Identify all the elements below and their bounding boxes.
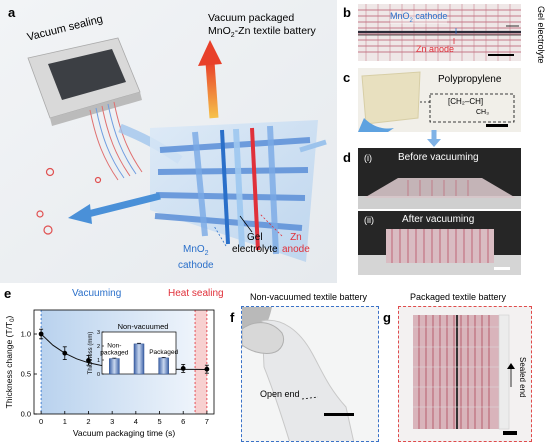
before-vacuuming-label: Before vacuuming [398, 152, 479, 163]
x-tick-label: 4 [134, 417, 138, 426]
heat-sealing-label: Heat sealing [168, 288, 224, 299]
textile-micrograph [358, 4, 521, 61]
panel-a-title: Vacuum packaged MnO2-Zn textile battery [208, 12, 316, 42]
heat-sealing-region [195, 310, 207, 414]
inset-bar [158, 357, 169, 375]
formula-sub: CH₃ [476, 109, 489, 116]
non-vacuumed-battery-photo [242, 307, 355, 441]
plot-frame [33, 309, 215, 415]
x-tick-label: 0 [39, 417, 43, 426]
data-point [62, 350, 68, 356]
scale-bar [494, 267, 510, 270]
fiber-strands [89, 101, 143, 181]
panel-b-label: b [343, 5, 351, 20]
inset-category-label: packaged [100, 350, 129, 357]
gloved-hand [358, 118, 394, 132]
air-bubble-icons [36, 167, 102, 235]
x-tick-label: 7 [205, 417, 209, 426]
vacuum-sealer-device [27, 37, 142, 126]
b-anode-label: Zn anode [416, 44, 455, 54]
outgoing-arrow-up [205, 61, 219, 119]
inset-bar [133, 343, 145, 375]
panel-a: a Vacuum sealing Vacuum packaged MnO2-Zn… [0, 0, 337, 283]
down-arrow-icon [427, 130, 441, 147]
panel-e-label: e [4, 286, 12, 301]
panel-g-photo: Sealed end [398, 306, 532, 442]
cathode-label: MnO2 cathode [178, 244, 214, 271]
panel-f-photo: Open end [241, 306, 379, 442]
panel-f-title: Non-vacuumed textile battery [250, 292, 368, 302]
x-tick-label: 3 [110, 417, 114, 426]
sealed-end-label: Sealed end [518, 357, 527, 398]
inset-y-tick-label: 0 [97, 372, 100, 378]
y-tick-label: 0.0 [21, 410, 31, 419]
inset-y-tick-label: 3 [97, 330, 100, 336]
before-step-number: (i) [364, 153, 372, 163]
data-point [180, 366, 186, 371]
x-tick-label: 5 [157, 417, 161, 426]
title-line-2: MnO2-Zn textile battery [208, 25, 316, 40]
panel-d-photo-before: (i) Before vacuuming [358, 148, 521, 209]
x-axis-label: Vacuum packaging time (s) [73, 428, 176, 438]
x-tick-label: 6 [181, 417, 185, 426]
data-point [204, 366, 210, 372]
inset-y-tick-label: 1 [97, 358, 100, 364]
panel-f-label: f [230, 310, 235, 325]
y-tick-label: 1.0 [21, 330, 31, 339]
panel-d-label: d [343, 150, 351, 165]
formula-main: [CH₂–CH] [448, 97, 484, 106]
panel-b-photo: MnO2 cathode Zn anode [358, 4, 521, 61]
vacuuming-label: Vacuuming [72, 288, 122, 299]
panel-c-photo: Polypropylene [CH₂–CH] CH₃ [358, 68, 521, 132]
panel-g-label: g [383, 310, 391, 325]
y-axis-label: Thickness change (T/T0) [4, 316, 16, 409]
after-vacuum-photo [358, 211, 521, 275]
inset-title: Non-vacuumed [118, 322, 169, 331]
outgoing-arrow-left [87, 192, 161, 218]
after-step-number: (ii) [364, 215, 374, 225]
panel-g-title: Packaged textile battery [410, 292, 507, 302]
panel-a-label: a [8, 5, 16, 20]
packaged-battery-photo [413, 314, 517, 435]
inset-y-axis-label: Thickness (mm) [88, 332, 94, 375]
anode-label: Zn anode [282, 232, 310, 255]
polypropylene-label: Polypropylene [438, 74, 502, 85]
data-point [86, 358, 91, 363]
scale-bar [486, 124, 508, 127]
title-line-1: Vacuum packaged [208, 12, 295, 24]
after-vacuuming-label: After vacuuming [402, 214, 475, 225]
polypropylene-film-photo [358, 68, 521, 132]
inset-category-label: Packaged [149, 349, 178, 356]
inset-category-label: Non- [107, 343, 121, 350]
inset-bar [109, 358, 120, 375]
textile-weave [154, 125, 311, 255]
before-vacuum-photo [358, 148, 521, 209]
b-gel-electrolyte-label: Gel electrolyte [536, 6, 546, 64]
outgoing-arrow-right [299, 139, 327, 153]
scale-bar [503, 431, 517, 435]
x-tick-label: 2 [86, 417, 90, 426]
panel-d-photo-after: (ii) After vacuuming [358, 211, 521, 275]
panel-c-label: c [343, 70, 351, 85]
y-tick-label: 0.5 [21, 370, 31, 379]
b-cathode-label: MnO2 cathode [390, 11, 448, 24]
panel-a-illustration [0, 0, 337, 283]
formula-box [429, 93, 515, 123]
gel-electrolyte-label: Gel electrolyte [232, 232, 278, 255]
inset-y-tick-label: 2 [97, 344, 100, 350]
open-end-label: Open end [260, 389, 300, 399]
scale-bar [324, 413, 354, 416]
x-tick-label: 1 [63, 417, 67, 426]
data-point [38, 331, 44, 337]
